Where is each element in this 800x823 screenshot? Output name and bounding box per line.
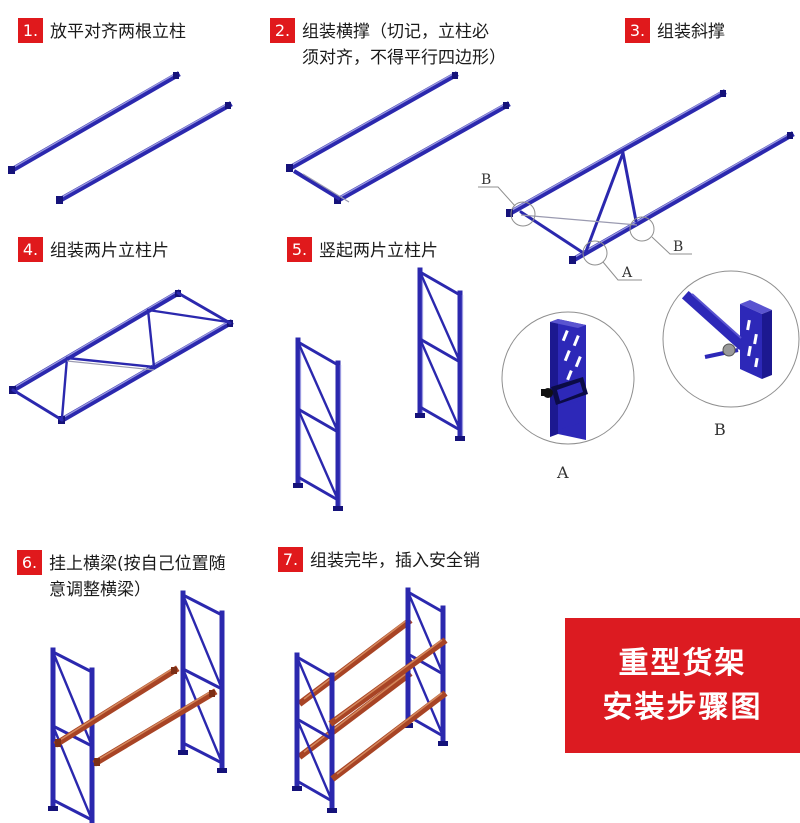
step-1-title: 放平对齐两根立柱 [50,22,186,42]
callout-leader-b-upper [478,186,516,207]
upright-frame-right [415,267,465,441]
step-1-diagram-two-uprights [8,71,233,204]
beam-back-bottom [297,670,413,760]
step-7-title: 组装完毕，插入安全销 [310,551,480,571]
detail-a-column-closeup [541,319,588,440]
step-4-diagram-assembled-frame [9,289,234,424]
step-6-diagram-hanging-beams [48,590,227,823]
title-banner: 重型货架 安装步骤图 [565,618,800,753]
upright-beam [9,289,182,394]
step-1-heading: 1. 放平对齐两根立柱 [18,18,186,45]
step-7-number-badge: 7. [278,547,303,572]
step-1-number-badge: 1. [18,18,43,43]
step-4-number-badge: 4. [18,237,43,262]
loose-beam [53,665,180,748]
horizontal-brace [292,169,350,203]
step-5-title: 竖起两片立柱片 [319,241,438,261]
detail-label-b: B [714,420,726,439]
step-5-number-badge: 5. [287,237,312,262]
step-3-diagram-diagonal-brace: B B A [478,89,795,281]
callout-circle-a [582,240,608,266]
beam-front-top [328,637,448,727]
upright-frame-left [293,337,343,511]
callout-leader-a [602,261,642,281]
callout-label-a: A [621,265,633,281]
frame-braces [11,291,232,422]
step-2-diagram-horizontal-brace [286,71,511,204]
loose-beam [92,688,218,767]
step-7-diagram-finished-rack [292,587,448,813]
step-5-diagram-standing-frames [293,267,465,511]
detail-circle-a [501,311,635,445]
upright-beam [506,89,727,217]
beam-front-bottom [330,690,448,782]
upright-beam [569,131,795,264]
callout-circle-b-upper [510,201,536,227]
step-3-title: 组装斜撑 [657,22,725,42]
callout-label-b-lower: B [673,239,683,255]
step-2-title: 组装横撑（切记，立柱必须对齐，不得平行四边形） [302,22,506,68]
step-3-heading: 3. 组装斜撑 [625,18,725,45]
detail-b-brace-joint-closeup [681,290,772,379]
beam-back-top [297,617,413,707]
detail-circle-b [662,270,800,408]
upright-beam [8,71,181,174]
step-4-title: 组装两片立柱片 [50,241,169,261]
upright-beam [334,101,511,204]
step-6-title: 挂上横梁(按自己位置随意调整横梁） [49,554,226,600]
upright-beam [286,71,459,172]
banner-line-2: 安装步骤图 [602,689,763,725]
callout-label-b-upper: B [481,172,491,188]
upright-beam [58,319,234,424]
upright-beam [56,101,233,204]
diagonal-braces [519,151,638,256]
callout-leader-b-lower [651,236,692,255]
step-3-number-badge: 3. [625,18,650,43]
upright-frame-left [292,652,337,813]
step-2-number-badge: 2. [270,18,295,43]
step-7-heading: 7. 组装完毕，插入安全销 [278,547,480,574]
step-4-heading: 4. 组装两片立柱片 [18,237,169,264]
step-5-heading: 5. 竖起两片立柱片 [287,237,438,264]
step-6-heading: 6. 挂上横梁(按自己位置随意调整横梁） [17,550,239,603]
step-2-heading: 2. 组装横撑（切记，立柱必须对齐，不得平行四边形） [270,18,506,71]
callout-circle-b-lower [629,216,655,242]
detail-label-a: A [556,463,569,482]
detail-views: A B [501,270,800,482]
banner-line-1: 重型货架 [618,645,747,681]
step-6-number-badge: 6. [17,550,42,575]
upright-frame-right [178,590,227,773]
